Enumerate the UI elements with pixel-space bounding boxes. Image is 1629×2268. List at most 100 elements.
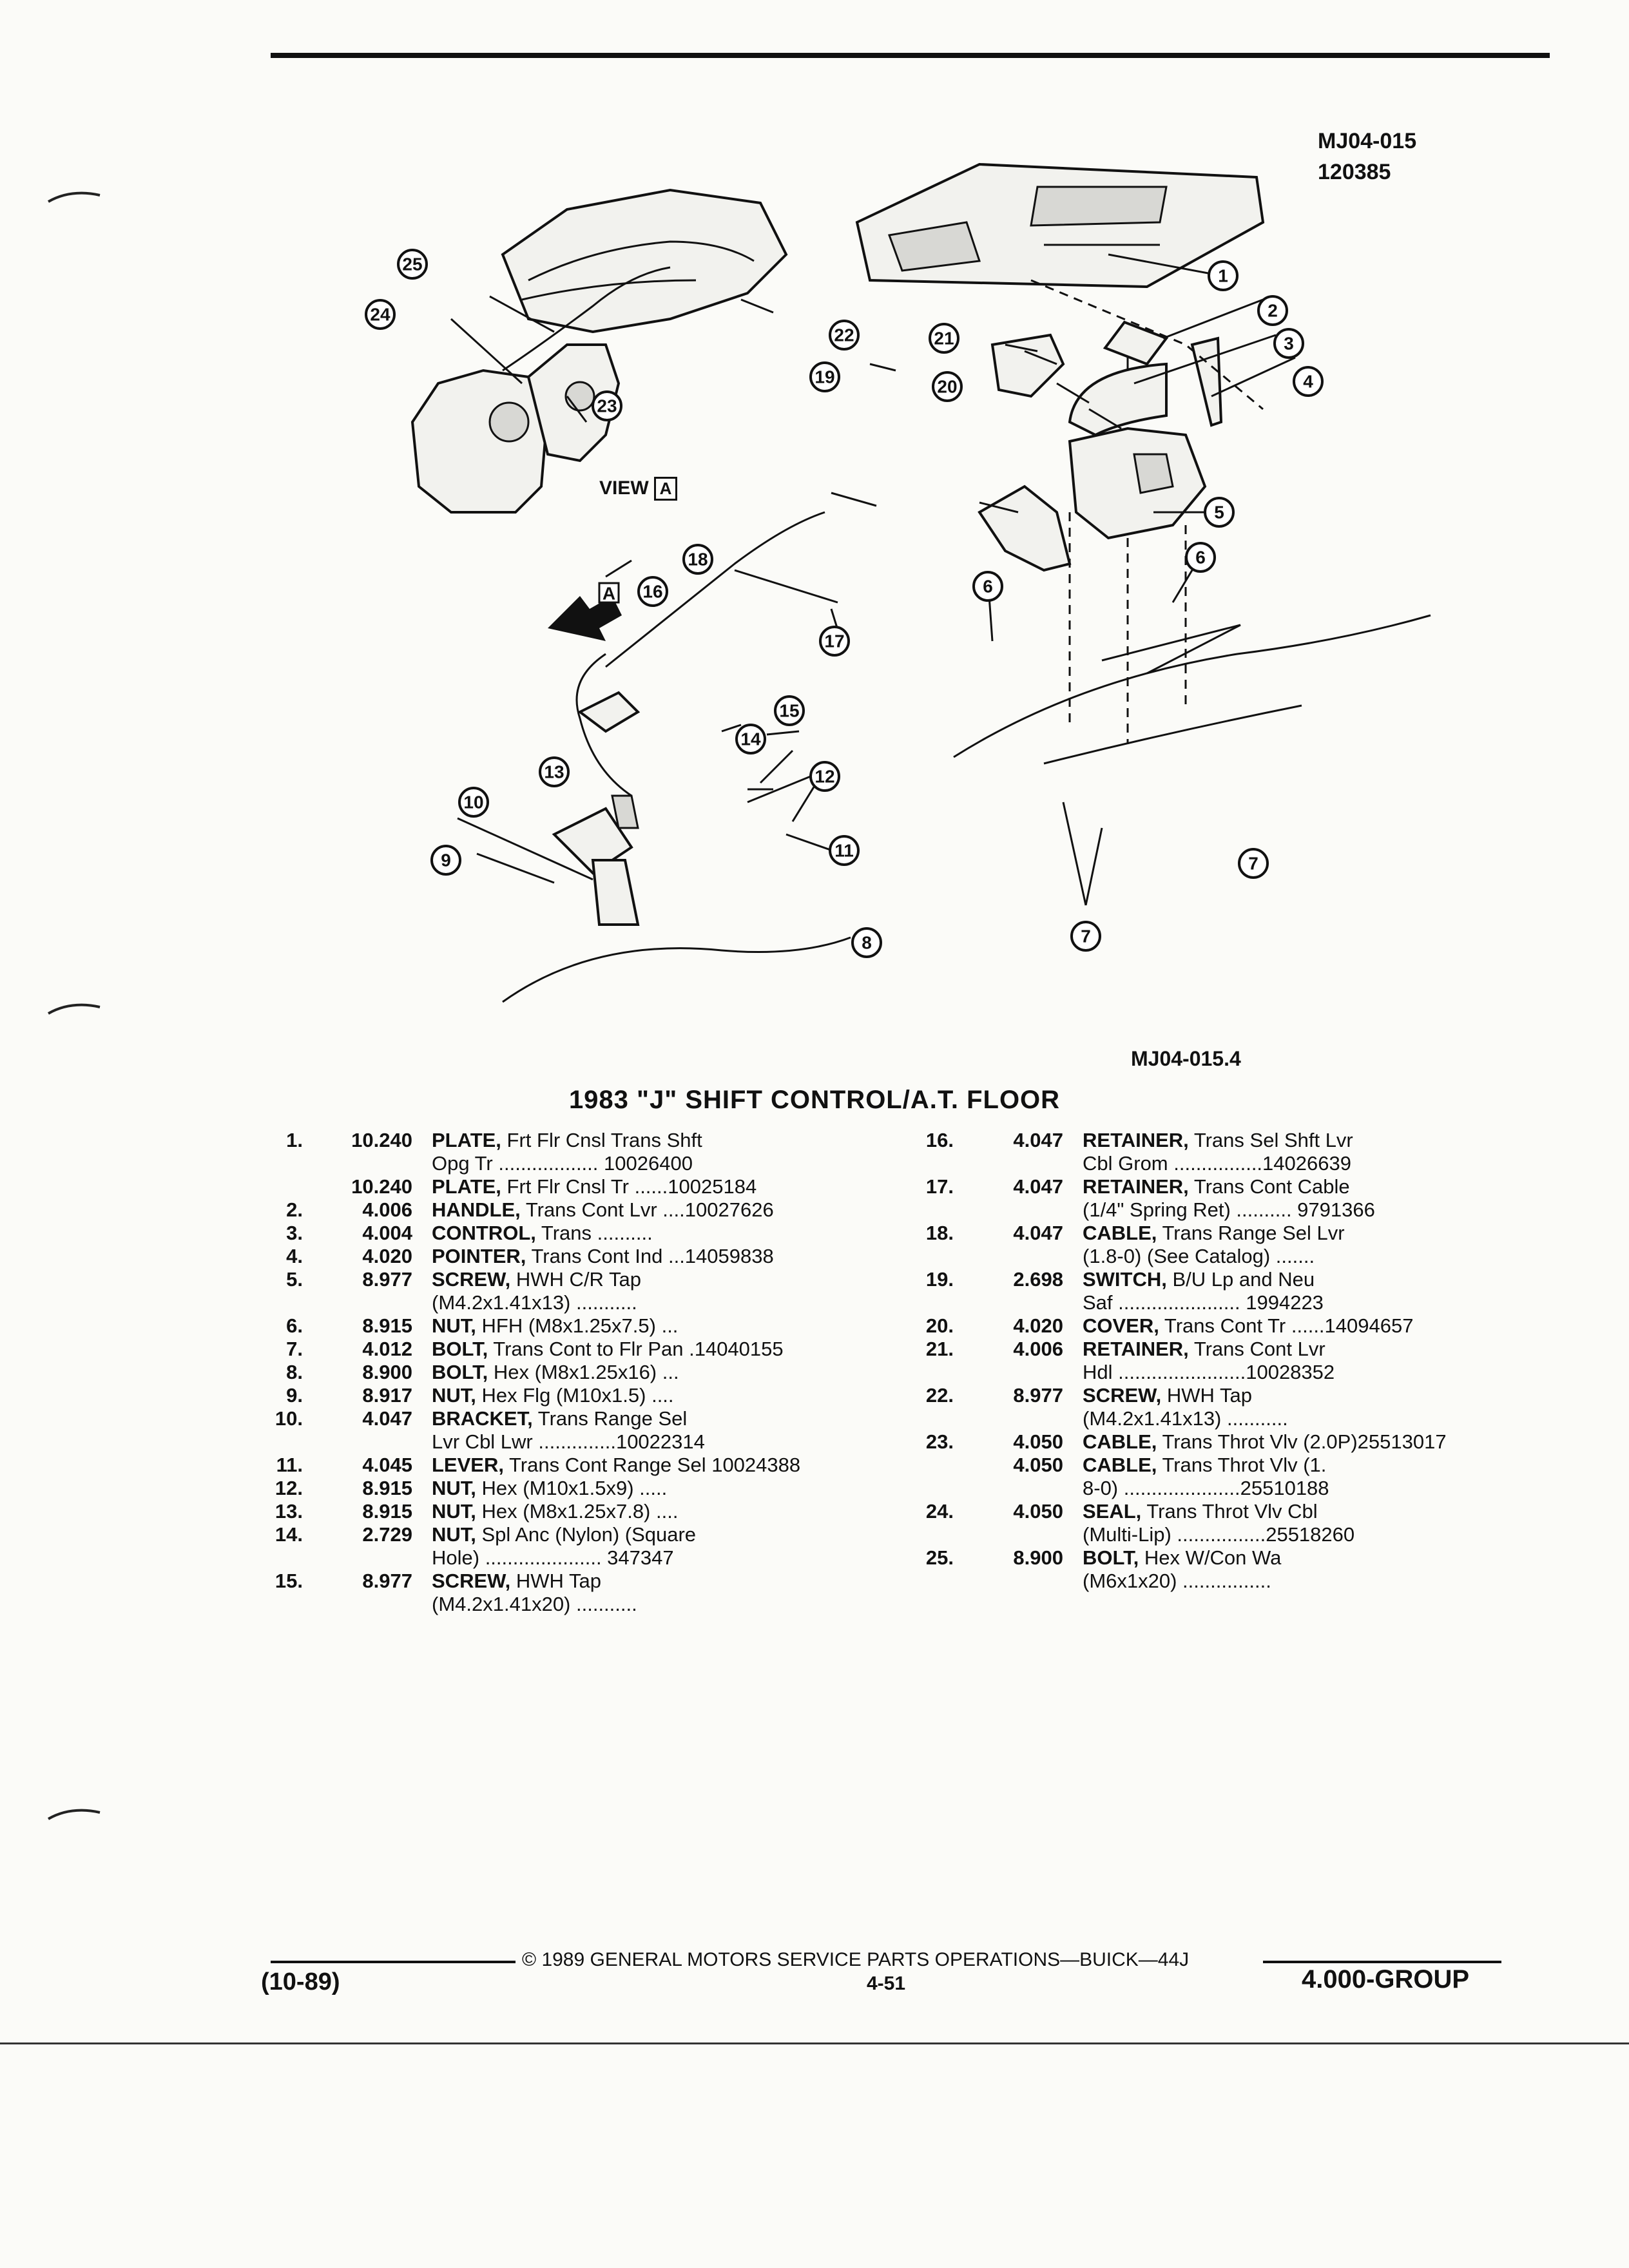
item-detail: Hex (M8x1.25x16) ... (488, 1361, 679, 1383)
svg-text:18: 18 (688, 550, 708, 570)
item-detail: HWH Tap (1161, 1384, 1252, 1407)
trans-cover (1068, 362, 1168, 437)
callout-15: 15 (774, 695, 805, 726)
item-name: NUT, (432, 1314, 476, 1337)
callout-17: 17 (819, 626, 850, 657)
svg-text:4: 4 (1303, 372, 1313, 392)
item-description: COVER, Trans Cont Tr ......14094657 (1083, 1314, 1540, 1338)
item-name: NUT, (432, 1523, 476, 1546)
group-number: 2.729 (362, 1523, 412, 1546)
figure-reference-code: MJ04-015.4 (1131, 1047, 1241, 1070)
shift-control-assembly (978, 427, 1207, 572)
item-description: POINTER, Trans Cont Ind ...14059838 (432, 1245, 876, 1268)
item-detail-continued: Saf ...................... 1994223 (1083, 1291, 1324, 1314)
group-number: 4.050 (1013, 1454, 1063, 1476)
exploded-parts-diagram: A 1 2 3 (365, 162, 1431, 1003)
callout-21: 21 (929, 323, 959, 354)
item-name: SWITCH, (1083, 1268, 1167, 1291)
group-number: 4.047 (1013, 1175, 1063, 1198)
svg-text:15: 15 (779, 701, 799, 721)
callout-23: 23 (592, 390, 622, 421)
item-detail: Trans Cont Lvr (1188, 1338, 1325, 1360)
item-description: CABLE, Trans Throt Vlv (2.0P)25513017 (1083, 1430, 1540, 1454)
item-number: 25. (925, 1546, 954, 1569)
item-detail: HWH C/R Tap (510, 1268, 641, 1291)
svg-text:17: 17 (824, 631, 844, 651)
item-detail: Trans Cont Ind ...14059838 (526, 1245, 774, 1267)
item-name: PLATE, (432, 1175, 501, 1198)
item-number: 5. (286, 1268, 303, 1291)
callout-7a: 7 (1238, 848, 1269, 879)
item-description: RETAINER, Trans Cont Cable(1/4" Spring R… (1083, 1175, 1540, 1222)
item-description: NUT, HFH (M8x1.25x7.5) ... (432, 1314, 876, 1338)
item-detail: Trans Cont Lvr ....10027626 (520, 1198, 774, 1221)
item-number: 20. (925, 1314, 954, 1337)
item-description: SCREW, HWH C/R Tap(M4.2x1.41x13) .......… (432, 1268, 876, 1314)
group-number: 4.004 (362, 1222, 412, 1244)
item-name: RETAINER, (1083, 1338, 1189, 1360)
arrow-letter: A (602, 584, 615, 604)
item-number: 4. (286, 1245, 303, 1267)
item-name: RETAINER, (1083, 1175, 1189, 1198)
item-number: 15. (275, 1570, 303, 1592)
callout-18: 18 (682, 544, 713, 575)
item-number: 11. (276, 1454, 303, 1476)
item-detail: B/U Lp and Neu (1166, 1268, 1315, 1291)
svg-text:2: 2 (1268, 301, 1278, 321)
item-detail: Trans Range Sel (532, 1407, 688, 1430)
group-number: 8.917 (362, 1384, 412, 1407)
svg-text:9: 9 (441, 850, 451, 870)
item-number: 10. (275, 1407, 303, 1430)
svg-text:24: 24 (370, 305, 390, 325)
item-name: BOLT, (1083, 1546, 1139, 1569)
item-name: NUT, (432, 1384, 476, 1407)
callout-8: 8 (851, 927, 882, 958)
group-number: 8.915 (362, 1314, 412, 1337)
item-name: CABLE, (1083, 1454, 1157, 1476)
item-description: BOLT, Trans Cont to Flr Pan .14040155 (432, 1338, 876, 1361)
view-letter: A (653, 477, 678, 501)
callout-13: 13 (539, 756, 570, 787)
item-number: 17. (925, 1175, 954, 1198)
svg-text:14: 14 (740, 729, 761, 749)
item-description: HANDLE, Trans Cont Lvr ....10027626 (432, 1198, 876, 1222)
item-description: CONTROL, Trans .......... (432, 1222, 876, 1245)
group-number: 4.050 (1013, 1500, 1063, 1523)
item-name: PLATE, (432, 1129, 501, 1151)
view-label-text: VIEW (599, 477, 649, 499)
item-description: SCREW, HWH Tap(M4.2x1.41x13) ........... (1083, 1384, 1540, 1430)
item-detail: Frt Flr Cnsl Trans Shft (501, 1129, 702, 1151)
group-number: 10.240 (351, 1175, 412, 1198)
item-number: 23. (925, 1430, 954, 1453)
item-detail: Frt Flr Cnsl Tr ......10025184 (501, 1175, 757, 1198)
footer-rule (271, 1961, 516, 1963)
svg-text:6: 6 (983, 577, 993, 597)
hole-punch-mark (48, 1003, 101, 1015)
item-detail-continued: Hdl .......................10028352 (1083, 1361, 1335, 1383)
svg-text:10: 10 (463, 793, 483, 812)
item-detail: Trans Cont Range Sel 10024388 (503, 1454, 801, 1476)
group-number: 8.900 (1013, 1546, 1063, 1569)
bottom-rule (0, 2042, 1629, 2044)
item-name: NUT, (432, 1500, 476, 1523)
item-number: 18. (925, 1222, 954, 1244)
group-number: 2.698 (1013, 1268, 1063, 1291)
svg-text:22: 22 (834, 325, 854, 345)
figure-date-code: 120385 (1318, 160, 1391, 184)
